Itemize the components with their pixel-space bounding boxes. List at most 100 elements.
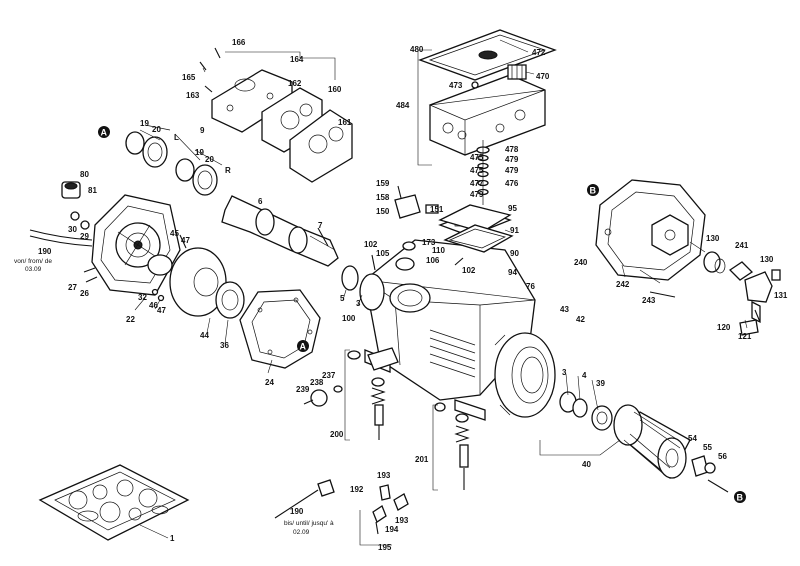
label-243: 243 [642, 296, 656, 305]
label-475a: 475 [470, 153, 484, 162]
label-40: 40 [582, 460, 591, 469]
label-193b: 193 [395, 516, 409, 525]
svg-text:A: A [101, 128, 108, 138]
label-478: 478 [505, 145, 519, 154]
label-163: 163 [186, 91, 200, 100]
label-193a: 193 [377, 471, 391, 480]
label-55: 55 [703, 443, 712, 452]
washer-stack [476, 140, 490, 205]
label-76: 76 [526, 282, 535, 291]
label-80: 80 [80, 170, 89, 179]
label-95: 95 [508, 204, 517, 213]
label-479c: 479 [470, 190, 484, 199]
label-36: 36 [220, 341, 229, 350]
label-22: 22 [126, 315, 135, 324]
label-475b: 475 [470, 166, 484, 175]
terminal-box [417, 29, 557, 205]
oil-tube [274, 479, 409, 546]
label-200: 200 [330, 430, 344, 439]
label-30: 30 [68, 225, 77, 234]
label-29: 29 [80, 232, 89, 241]
label-472: 472 [532, 48, 546, 57]
label-19b: 19 [195, 148, 204, 157]
label-39: 39 [596, 379, 605, 388]
label-R: R [225, 166, 231, 175]
label-47a: 47 [157, 306, 166, 315]
note-from: von/ from/ de [14, 258, 52, 265]
label-131: 131 [774, 291, 788, 300]
label-7: 7 [318, 221, 323, 230]
gasket-set [38, 464, 190, 541]
label-105: 105 [376, 249, 390, 258]
label-42: 42 [576, 315, 585, 324]
label-100: 100 [342, 314, 356, 323]
label-24: 24 [265, 378, 274, 387]
label-1: 1 [170, 534, 175, 543]
motor-rotor [559, 391, 729, 493]
cylinder-head [199, 47, 353, 183]
label-166: 166 [232, 38, 246, 47]
pistons [125, 124, 339, 267]
label-151: 151 [430, 205, 444, 214]
note-from-date: 03.09 [25, 266, 42, 273]
label-476: 476 [505, 179, 519, 188]
label-195: 195 [378, 543, 392, 552]
label-239: 239 [296, 385, 310, 394]
leader-lines [134, 67, 748, 456]
label-479a: 479 [505, 155, 519, 164]
label-3: 3 [356, 299, 361, 308]
label-201: 201 [415, 455, 429, 464]
label-192: 192 [350, 485, 364, 494]
label-45: 45 [170, 229, 179, 238]
label-81: 81 [88, 186, 97, 195]
label-190a: 190 [38, 247, 52, 256]
label-473: 473 [449, 81, 463, 90]
gasket-24 [239, 289, 321, 369]
label-238: 238 [310, 378, 324, 387]
label-9: 9 [200, 126, 205, 135]
label-32: 32 [138, 293, 147, 302]
label-47b: 47 [181, 236, 190, 245]
end-cover [29, 181, 245, 319]
label-19a: 19 [140, 119, 149, 128]
label-4: 4 [582, 371, 587, 380]
label-3b: 3 [562, 368, 567, 377]
svg-text:B: B [590, 186, 597, 196]
label-120: 120 [717, 323, 731, 332]
label-160: 160 [328, 85, 342, 94]
label-150: 150 [376, 207, 390, 216]
label-173: 173 [422, 238, 436, 247]
svg-text:A: A [300, 342, 307, 352]
valve-plate-stack [438, 204, 514, 253]
label-27: 27 [68, 283, 77, 292]
label-91: 91 [510, 226, 519, 235]
label-479b: 479 [505, 166, 519, 175]
label-158: 158 [376, 193, 390, 202]
note-until: bis/ until/ jusqu' à [284, 520, 334, 527]
part-labels: 166 164 165 163 162 160 161 480 472 470 … [14, 38, 788, 552]
label-L: L [174, 133, 179, 142]
label-484: 484 [396, 101, 410, 110]
marker-B-pump: B [587, 184, 599, 196]
oil-pump [595, 179, 781, 336]
label-54: 54 [688, 434, 697, 443]
label-130a: 130 [706, 234, 720, 243]
label-480: 480 [410, 45, 424, 54]
label-164: 164 [290, 55, 304, 64]
label-110: 110 [432, 246, 445, 255]
label-161: 161 [338, 118, 352, 127]
svg-text:B: B [737, 493, 744, 503]
note-until-date: 02.09 [293, 529, 310, 536]
label-162: 162 [288, 79, 302, 88]
label-130b: 130 [760, 255, 774, 264]
marker-B-rotor: B [734, 491, 746, 503]
label-5: 5 [340, 294, 345, 303]
label-44: 44 [200, 331, 209, 340]
label-106: 106 [426, 256, 440, 265]
label-90: 90 [510, 249, 519, 258]
fittings [371, 185, 464, 271]
label-20b: 20 [205, 155, 214, 164]
label-190b: 190 [290, 507, 304, 516]
